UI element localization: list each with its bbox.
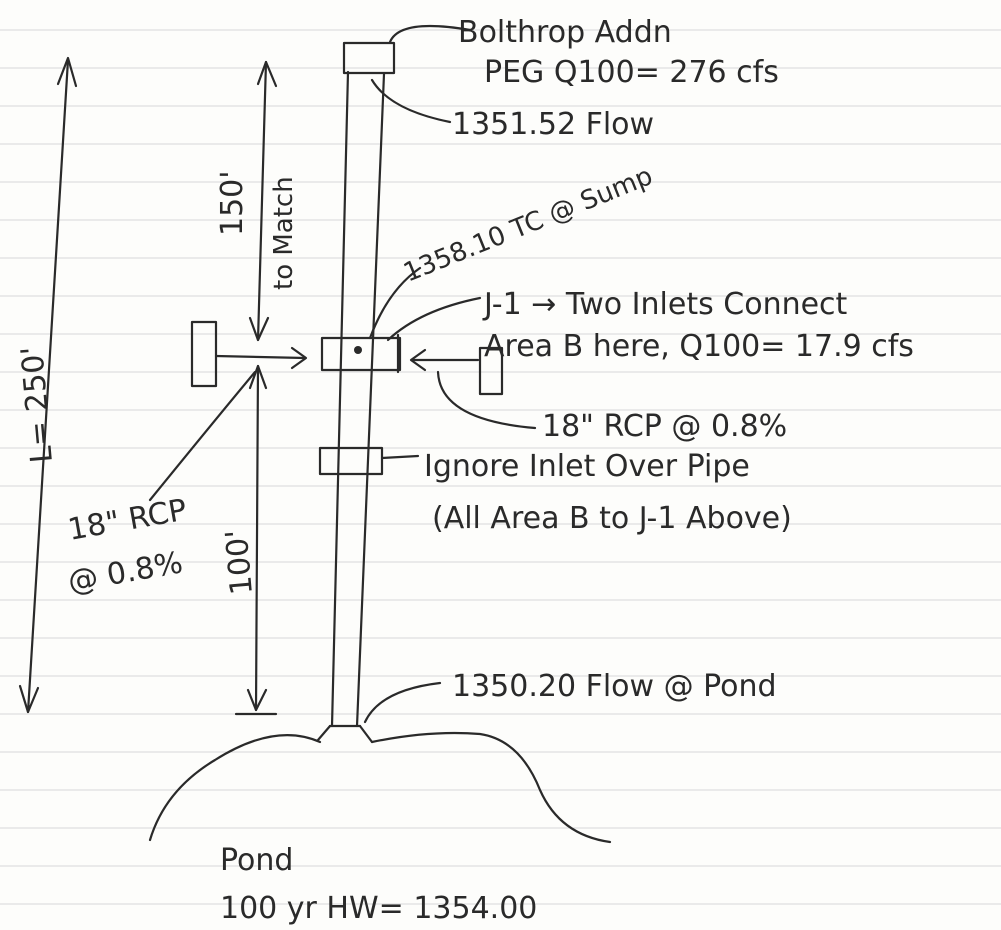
ignore-inlet-text: Ignore Inlet Over Pipe <box>424 449 750 484</box>
dim-100-line <box>234 364 278 716</box>
ignore-inlet-note: (All Area B to J-1 Above) <box>432 501 792 536</box>
left-inlet-arrow <box>214 346 308 370</box>
leader-top-flow <box>370 78 452 124</box>
left-inlet-box <box>190 320 218 388</box>
leader-j1 <box>386 296 482 342</box>
top-flowline-text: 1351.52 Flow <box>452 107 654 142</box>
ignored-inlet-box <box>318 446 384 476</box>
leader-ignore <box>380 454 420 460</box>
dim-match-label: to Match <box>269 176 299 290</box>
pond-outline <box>148 731 612 844</box>
right-inlet-box <box>478 346 504 396</box>
storm-pipe <box>316 70 386 744</box>
rcp-left-text-2: @ 0.8% <box>65 545 185 600</box>
leader-pond-flow <box>363 681 442 724</box>
dim-total-label: L= 250' <box>15 345 60 465</box>
pond-hw-text: 100 yr HW= 1354.00 <box>220 891 537 926</box>
j1-text-line1: J-1 → Two Inlets Connect <box>482 287 848 322</box>
j1-text-line2: Area B here, Q100= 17.9 cfs <box>484 329 914 364</box>
dim-150-line <box>248 60 278 342</box>
title-bolthrop: Bolthrop Addn <box>458 15 672 50</box>
leader-sump <box>368 266 422 340</box>
peg-flow-text: PEG Q100= 276 cfs <box>484 55 779 90</box>
top-inlet-box <box>342 41 396 75</box>
dim-100-label: 100' <box>219 528 260 596</box>
j1-dot <box>354 346 362 354</box>
dim-total-line <box>18 56 78 714</box>
right-inlet-arrow <box>409 348 480 372</box>
pond-flowline-text: 1350.20 Flow @ Pond <box>452 669 777 704</box>
leader-rcp-right <box>436 370 537 430</box>
sump-text: 1358.10 TC @ Sump <box>399 161 657 288</box>
pond-label: Pond <box>220 843 293 878</box>
rcp-left-text-1: 18" RCP <box>65 493 189 548</box>
dim-150-label: 150' <box>215 170 250 236</box>
rcp-right-text: 18" RCP @ 0.8% <box>542 409 787 444</box>
leader-title <box>388 24 472 44</box>
junction-j1-box <box>320 336 402 372</box>
leader-rcp-left <box>148 370 257 502</box>
ruled-lines <box>0 29 1001 905</box>
